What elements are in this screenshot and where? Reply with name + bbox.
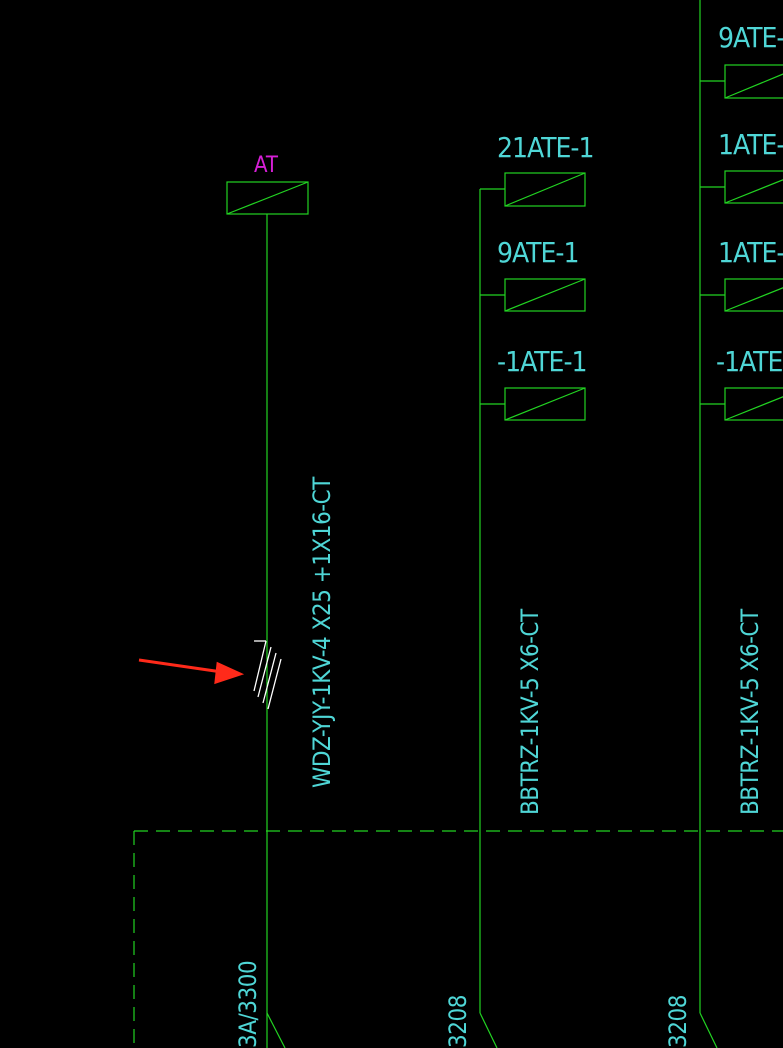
panel-box-at[interactable] [226, 181, 309, 215]
load-label-3-3: 1ATE- [718, 236, 783, 269]
conductor-hatch-marks [253, 640, 282, 710]
load-box-2-3[interactable] [504, 387, 586, 421]
breaker-contact-at [266, 1012, 286, 1048]
load-box-3-2[interactable] [724, 170, 783, 204]
load-box-3-3[interactable] [724, 278, 783, 312]
load-label-3-2: 1ATE- [718, 128, 783, 161]
pointer-arrow [138, 658, 245, 685]
circuit-3: 9ATE- 1ATE- 1ATE- -1ATE BBTRZ-1KV-5 X6-C… [664, 0, 783, 1048]
load-label-2-1: 21ATE-1 [497, 131, 594, 164]
cable-spec-2: BBTRZ-1KV-5 X6-CT [516, 608, 544, 815]
load-box-2-1[interactable] [504, 172, 586, 207]
breaker-rating-2: 3208 [444, 995, 472, 1048]
load-label-2-3: -1ATE-1 [497, 345, 587, 378]
load-label-3-4: -1ATE [716, 345, 783, 378]
circuit-at: AT WDZ-YJY-1KV-4 X25 +1X16-CT 3A/3300 [226, 153, 336, 1048]
breaker-rating-3: 3208 [664, 995, 692, 1048]
load-box-3-4[interactable] [724, 387, 783, 421]
cable-spec-at: WDZ-YJY-1KV-4 X25 +1X16-CT [308, 476, 336, 788]
circuit-2: 21ATE-1 9ATE-1 -1ATE-1 BBTRZ-1KV-5 X6-CT… [444, 131, 595, 1048]
cable-spec-3: BBTRZ-1KV-5 X6-CT [736, 608, 764, 815]
load-box-2-2[interactable] [504, 278, 586, 312]
load-label-2-2: 9ATE-1 [497, 236, 579, 269]
breaker-contact-3 [699, 1012, 718, 1048]
load-box-3-1[interactable] [724, 64, 783, 99]
breaker-contact-2 [479, 1012, 498, 1048]
load-label-3-1: 9ATE- [718, 21, 783, 54]
panel-label-at: AT [254, 153, 279, 178]
enclosure-boundary [133, 830, 783, 1048]
breaker-rating-at: 3A/3300 [234, 961, 262, 1048]
